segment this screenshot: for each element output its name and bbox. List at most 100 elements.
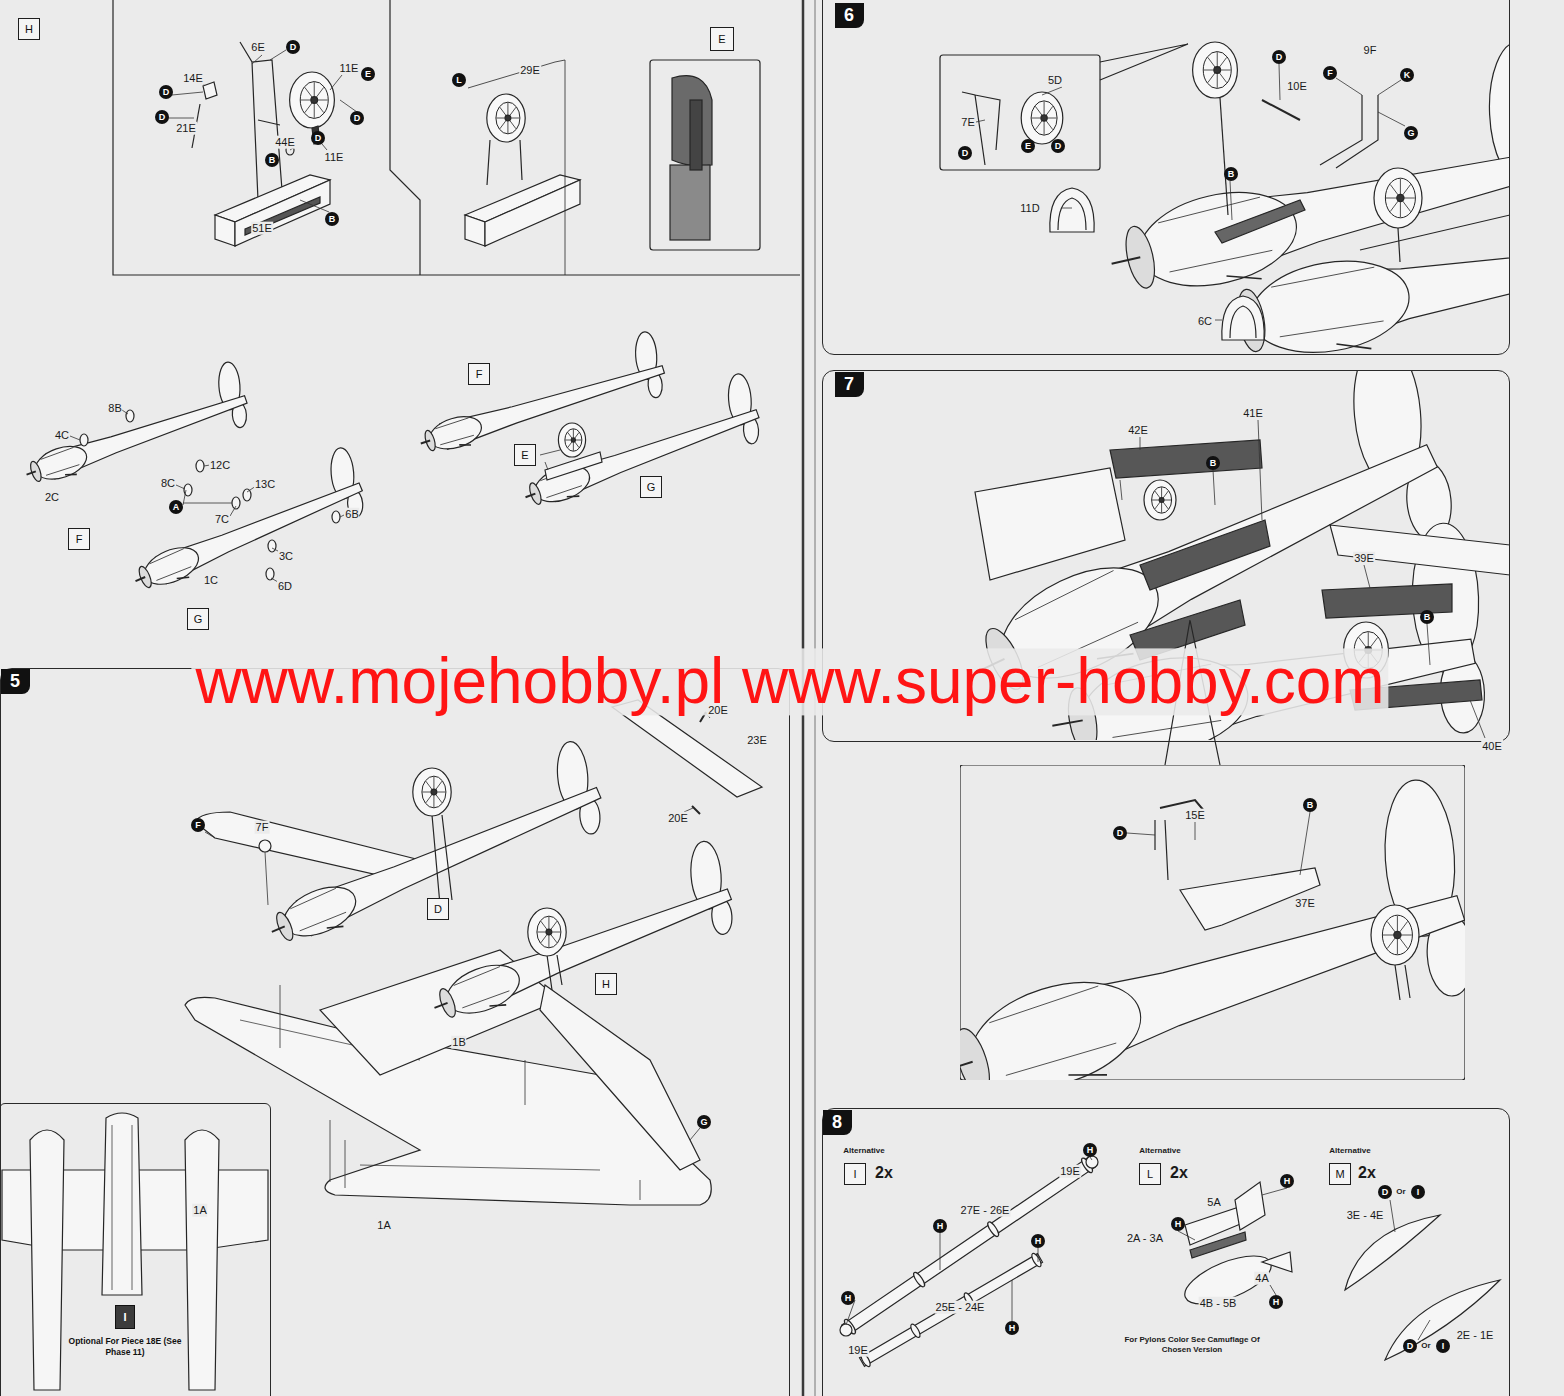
callout-number: 20E xyxy=(707,704,729,717)
assembly-letter: H xyxy=(595,973,617,995)
wheel-hub xyxy=(1031,101,1057,135)
small-part xyxy=(126,410,134,422)
small-part xyxy=(232,497,240,509)
radiator-scoop xyxy=(65,474,77,476)
wheel-axle xyxy=(1394,931,1401,938)
pylon-part xyxy=(1235,1182,1265,1230)
attachment-point-letter: D xyxy=(958,146,972,160)
leader-line xyxy=(1427,624,1430,665)
step8-art xyxy=(840,1156,1500,1368)
wheel-axle xyxy=(571,438,575,442)
leader-line xyxy=(1364,565,1370,588)
letter-text: D xyxy=(434,904,442,915)
leader-line xyxy=(1336,78,1362,95)
attachment-point-letter: K xyxy=(1400,68,1414,82)
callout-number: 6D xyxy=(277,580,293,593)
step-panel: 6 xyxy=(822,0,1510,355)
small-part xyxy=(1262,1252,1292,1272)
wheel-axle xyxy=(1041,115,1047,121)
radiator-scoop xyxy=(327,926,344,928)
panel-line xyxy=(46,465,79,476)
callout-number: 3E - 4E xyxy=(1346,1209,1385,1222)
launcher-tube xyxy=(859,1254,1042,1367)
cowl-part xyxy=(1050,188,1094,232)
cowl-part xyxy=(1222,296,1264,340)
end-cap xyxy=(1086,1156,1098,1168)
propeller-spinner xyxy=(1052,720,1082,725)
callout-number: 41E xyxy=(1242,407,1264,420)
wheel-hub xyxy=(1203,52,1231,89)
callout-number: 2C xyxy=(44,491,60,504)
panel-line xyxy=(1113,720,1222,737)
quantity-text: 2x xyxy=(1169,1164,1189,1182)
leader-line xyxy=(345,1140,346,1188)
attachment-point-letter: H xyxy=(1083,1143,1097,1157)
wheel-axle xyxy=(1214,67,1221,74)
wheel-axle xyxy=(505,115,511,121)
step-panel: 5DHOptional For Piece 18E (See Phase 11)… xyxy=(0,668,790,1396)
leader-line xyxy=(265,852,268,905)
panel-line xyxy=(440,435,474,445)
panel-line xyxy=(156,567,191,581)
gear-bay xyxy=(215,215,235,246)
letter-text: G xyxy=(647,482,656,493)
callout-number: 6B xyxy=(344,508,359,521)
note-text: Optional For Piece 18E (See Phase 11) xyxy=(55,1336,195,1357)
gear-strut xyxy=(487,140,522,185)
attachment-point-letter: B xyxy=(1303,798,1317,812)
attachment-point-letter: H xyxy=(1005,1321,1019,1335)
panel-line xyxy=(989,986,1098,1023)
leader-line xyxy=(1279,64,1280,100)
callout-number: 11D xyxy=(1019,202,1040,215)
propeller-spinner xyxy=(27,471,36,474)
tube-ring xyxy=(909,1323,922,1339)
panel-line xyxy=(1015,571,1113,620)
attachment-point-letter: B xyxy=(1206,456,1220,470)
gear-strut xyxy=(432,815,452,905)
letter-text: G xyxy=(194,614,203,625)
leader-line xyxy=(168,118,194,119)
gear-strut xyxy=(547,955,562,990)
leader-line xyxy=(1090,1157,1092,1160)
radiator-scoop xyxy=(1227,276,1262,279)
leader-line xyxy=(1378,80,1401,95)
callout-number: 51E xyxy=(251,222,273,235)
letter-text: H xyxy=(25,24,33,35)
wheel-axle xyxy=(1397,194,1404,201)
pylon-part xyxy=(1190,1232,1246,1258)
grey-strip xyxy=(1215,200,1305,243)
small-part xyxy=(203,82,217,99)
wheel xyxy=(1193,42,1238,98)
propeller-spinner xyxy=(960,1062,973,1072)
attachment-point-letter: D xyxy=(159,85,173,99)
gear-side-view xyxy=(690,100,702,170)
paint-note: For Pylons Color See Camuflage Of Chosen… xyxy=(1117,1335,1267,1356)
panel-line xyxy=(41,447,74,459)
alternative-letter: I xyxy=(844,1163,866,1185)
wheel xyxy=(413,768,451,816)
callout-number: 27E - 26E xyxy=(960,1204,1011,1217)
attachment-point-letter: H xyxy=(841,1291,855,1305)
wheel-axle xyxy=(431,789,437,795)
letter-text: F xyxy=(76,534,83,545)
attachment-point-letter: B xyxy=(265,153,279,167)
callout-number: 4B - 5B xyxy=(1199,1297,1238,1310)
gear-side-view xyxy=(670,165,710,240)
attachment-point-letter: D xyxy=(1051,139,1065,153)
wheel-hub xyxy=(1382,915,1412,955)
wheel xyxy=(1021,92,1063,144)
small-part xyxy=(243,489,251,501)
letter-text: F xyxy=(476,369,483,380)
assembly-letter: G xyxy=(640,476,662,498)
radiator-scoop xyxy=(177,577,190,578)
propeller-spinner xyxy=(1112,257,1141,264)
inset-frame xyxy=(650,60,760,250)
tail-boom xyxy=(155,483,362,584)
panel-line xyxy=(300,912,346,931)
callout-number: 15E xyxy=(1184,809,1206,822)
hinge-part xyxy=(692,712,706,814)
callout-number: 2A - 3A xyxy=(1126,1232,1164,1245)
attachment-point-letter: D xyxy=(311,131,325,145)
callout-number: 23E xyxy=(746,734,768,747)
attachment-point-letter: H xyxy=(1171,1217,1185,1231)
